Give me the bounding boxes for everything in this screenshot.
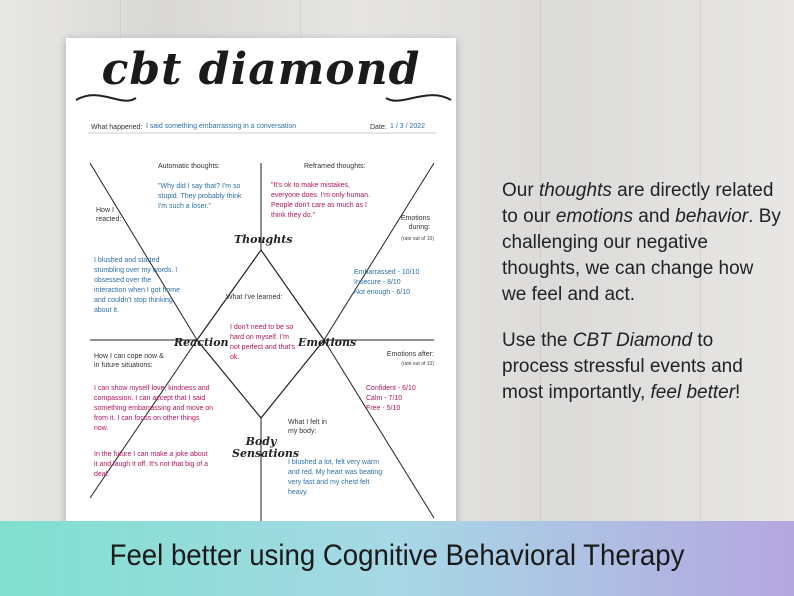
emotions-corner: Emotions bbox=[298, 336, 357, 349]
description-paragraph-1: Our thoughts are directly related to our… bbox=[502, 180, 781, 305]
reframed-thoughts-label: Reframed thoughts: bbox=[304, 163, 366, 170]
emotions-after-label: Emotions after: bbox=[386, 351, 434, 358]
wood-grain bbox=[700, 0, 701, 596]
body-sensations-corner: Body Sensations bbox=[232, 435, 300, 460]
date-label: Date: bbox=[370, 124, 387, 131]
how-i-can-cope-value-2: In the future I can make a joke about it… bbox=[94, 451, 209, 478]
automatic-thoughts-value: "Why did I say that? I'm so stupid. They… bbox=[158, 183, 242, 210]
diamond-lines bbox=[75, 94, 452, 538]
what-happened-label: What happened: bbox=[91, 124, 143, 131]
automatic-thoughts-label: Automatic thoughts: bbox=[158, 163, 220, 170]
emotions-during-label: Emotions during: bbox=[400, 215, 430, 231]
banner-text: Feel better using Cognitive Behavioral T… bbox=[109, 539, 685, 572]
emotions-during-value: Embarrassed - 10/10 Insecure - 8/10 Not … bbox=[354, 269, 420, 296]
how-i-can-cope-value: I can show myself love, kindness and com… bbox=[94, 385, 214, 432]
how-i-reacted-value: I blushed and started stumbling over my … bbox=[94, 257, 180, 314]
description: Our thoughts are directly related to our… bbox=[502, 178, 782, 426]
what-i-felt-label: What I felt in my body: bbox=[288, 419, 327, 435]
reframed-thoughts-value: "It's ok to make mistakes, everyone does… bbox=[271, 182, 371, 219]
what-ive-learned-value: I don't need to be so hard on myself. I'… bbox=[230, 324, 296, 361]
what-happened-value: I said something embarrassing in a conve… bbox=[146, 123, 297, 130]
emotions-during-note: (rate out of 10) bbox=[401, 236, 434, 242]
wood-grain bbox=[540, 0, 541, 596]
emotions-after-value: Confident - 6/10 Calm - 7/10 Free - 5/10 bbox=[366, 385, 416, 412]
what-i-felt-value: I blushed a lot, felt very warm and red.… bbox=[288, 459, 383, 496]
what-ive-learned-label: What I've learned: bbox=[226, 294, 283, 301]
worksheet-title: cbt diamond bbox=[101, 44, 421, 95]
how-i-can-cope-label: How I can cope now & in future situation… bbox=[94, 353, 164, 369]
reaction-corner: Reaction bbox=[174, 336, 229, 349]
thoughts-corner: Thoughts bbox=[234, 233, 293, 246]
emotions-after-note: (rate out of 10) bbox=[401, 361, 434, 367]
how-i-reacted-label: How I reacted: bbox=[96, 207, 122, 223]
worksheet-page: cbt diamond What happened: I said someth… bbox=[66, 38, 456, 538]
date-value: 1 / 3 / 2022 bbox=[390, 123, 426, 130]
bottom-banner: Feel better using Cognitive Behavioral T… bbox=[0, 521, 794, 596]
description-paragraph-2: Use the CBT Diamond to process stressful… bbox=[502, 330, 743, 403]
